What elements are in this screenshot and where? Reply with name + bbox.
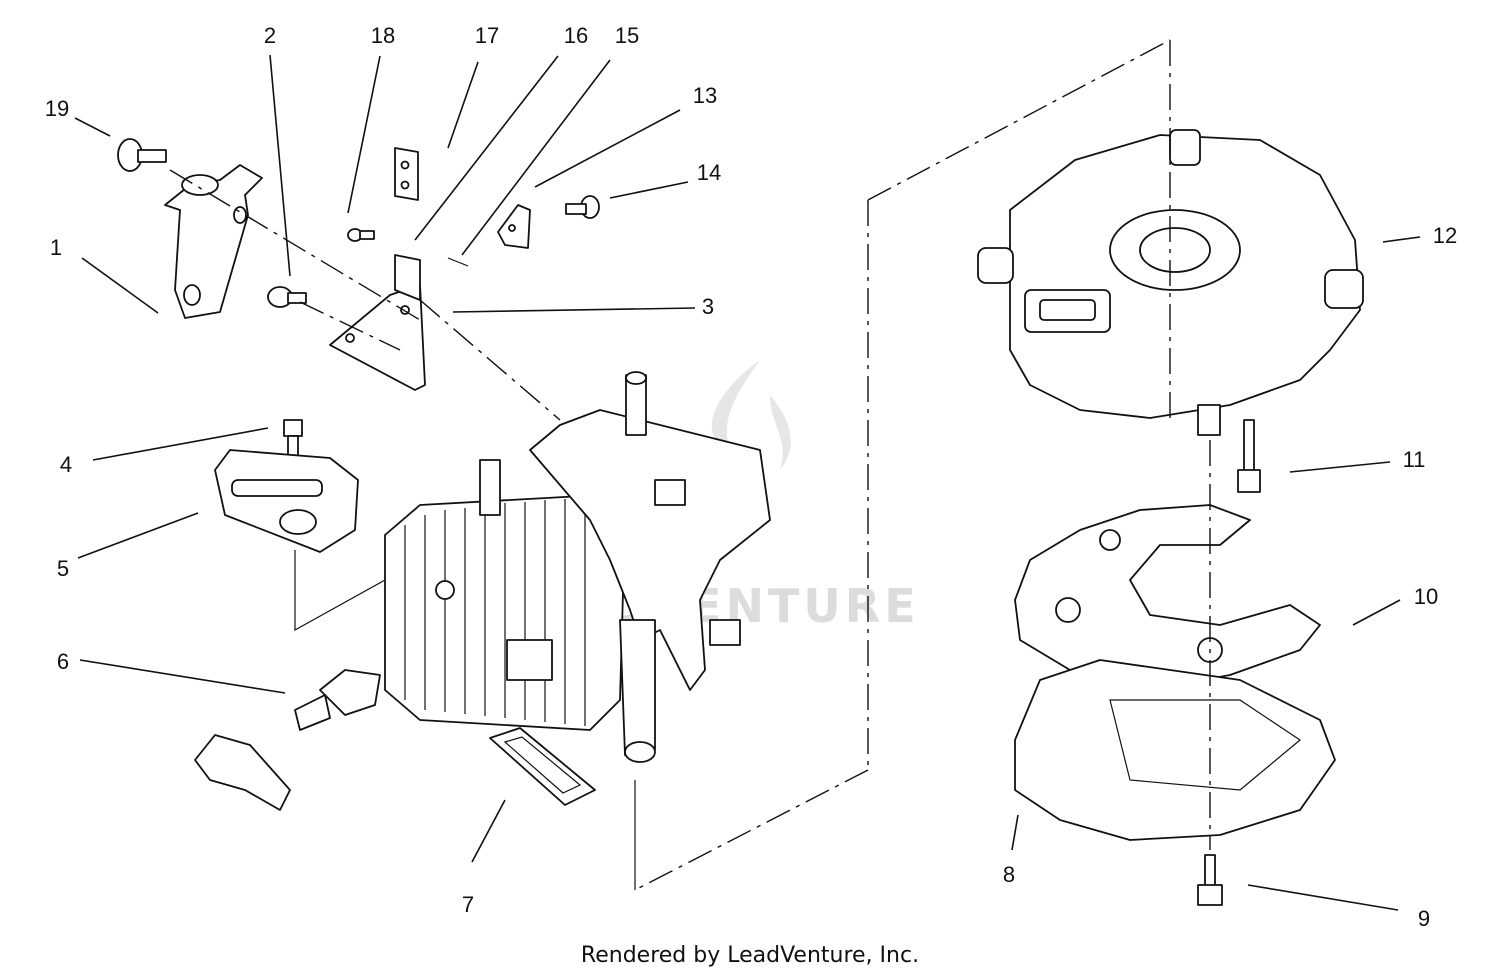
callout-1: 1 xyxy=(50,235,62,260)
callout-2: 2 xyxy=(264,23,276,48)
callout-7: 7 xyxy=(462,892,474,917)
callout-11: 11 xyxy=(1403,447,1426,472)
assembly-lines xyxy=(169,39,1211,891)
callout-13: 13 xyxy=(693,83,717,108)
callouts: 1 2 3 4 5 6 7 8 9 10 11 12 13 14 15 16 1… xyxy=(45,23,1457,931)
part-19-screw xyxy=(117,138,167,172)
callout-12: 12 xyxy=(1433,223,1457,248)
part-12-housing xyxy=(977,129,1364,436)
engine-crankcase xyxy=(529,371,771,763)
callout-17: 17 xyxy=(475,23,499,48)
part-3-plate xyxy=(329,254,426,391)
callout-4: 4 xyxy=(60,452,72,477)
callout-3: 3 xyxy=(702,294,714,319)
part-9-bolt xyxy=(1197,854,1223,906)
leader-lines xyxy=(74,54,1421,911)
callout-19: 19 xyxy=(45,96,69,121)
part-2-bolt xyxy=(267,286,307,308)
footer-credit: Rendered by LeadVenture, Inc. xyxy=(581,943,919,968)
callout-18: 18 xyxy=(371,23,395,48)
callout-9: 9 xyxy=(1418,906,1430,931)
part-5-muffler xyxy=(214,449,359,553)
callout-16: 16 xyxy=(564,23,588,48)
callout-10: 10 xyxy=(1414,584,1438,609)
part-11-bolt xyxy=(1237,419,1261,493)
part-10-gasket xyxy=(1014,504,1321,691)
part-1-bracket xyxy=(164,164,263,319)
callout-8: 8 xyxy=(1003,862,1015,887)
callout-15: 15 xyxy=(615,23,639,48)
part-17-clip xyxy=(394,147,419,201)
callout-5: 5 xyxy=(57,556,69,581)
part-15-pin xyxy=(447,257,469,267)
part-8-cover xyxy=(1014,659,1336,841)
part-18-screw xyxy=(347,228,375,242)
part-4-bolt xyxy=(283,419,303,467)
part-13-plate xyxy=(497,204,531,249)
part-7-gasket xyxy=(489,727,596,806)
callout-6: 6 xyxy=(57,649,69,674)
callout-14: 14 xyxy=(697,160,721,185)
part-6-spark-plug xyxy=(194,669,381,811)
part-14-screw xyxy=(565,195,600,219)
engine-cylinder xyxy=(384,459,626,731)
